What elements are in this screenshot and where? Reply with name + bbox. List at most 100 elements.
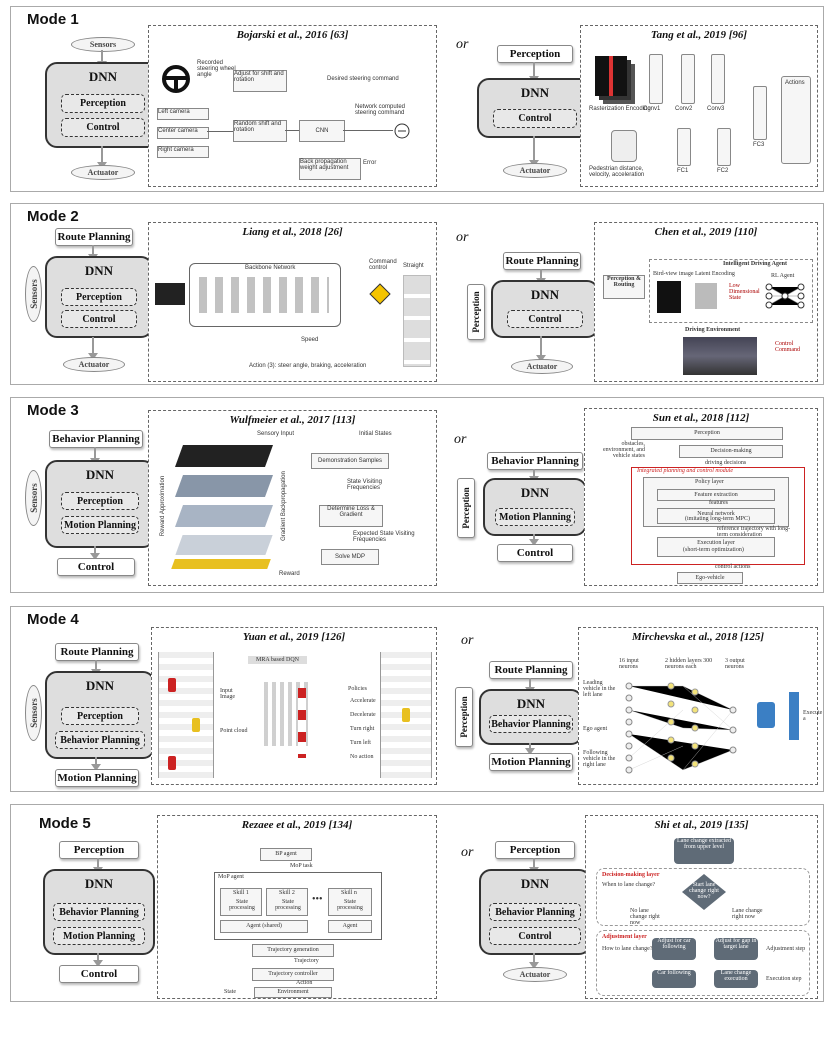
car-right bbox=[402, 708, 410, 722]
reference-label: Rezaee et al., 2019 [134] bbox=[241, 819, 353, 831]
reference-label: Shi et al., 2019 [135] bbox=[654, 819, 749, 831]
mode-2-section: Mode 2 Route Planning Sensors DNN Percep… bbox=[10, 203, 824, 385]
sensors-oval: Sensors bbox=[71, 37, 135, 52]
control-module: Control bbox=[489, 927, 581, 945]
arrow bbox=[97, 50, 107, 68]
perception-box: Perception bbox=[631, 427, 783, 440]
actions-label: Actions bbox=[785, 80, 805, 86]
exec-sub-label: (short-term optimization) bbox=[683, 547, 744, 553]
agent-box: Agent bbox=[328, 920, 372, 933]
mode-title: Mode 4 bbox=[27, 611, 79, 628]
perception-routing-box: Perception & Routing bbox=[603, 275, 645, 299]
decision-q: Start lane change right now? bbox=[689, 882, 719, 900]
adj-layer-label: Adjustment layer bbox=[602, 934, 647, 940]
exec-step-label: Execution step bbox=[766, 976, 802, 982]
rl-label: RL Agent bbox=[771, 273, 795, 279]
q-heads bbox=[298, 688, 306, 758]
connector bbox=[207, 131, 233, 132]
action-label: Action bbox=[296, 980, 313, 986]
perception-side-box: Perception bbox=[457, 478, 475, 538]
features-label: features bbox=[709, 500, 728, 506]
car-red-2 bbox=[168, 756, 176, 770]
policy-label: Policy layer bbox=[695, 479, 724, 485]
row-ego: Ego agent bbox=[583, 726, 608, 732]
dnn-block: DNN Perception Control bbox=[45, 62, 161, 148]
layer-3 bbox=[174, 505, 274, 527]
arrow bbox=[529, 136, 539, 167]
dnn-block: DNN Behavior Planning Control bbox=[479, 869, 591, 955]
adjust-box: Adjust for shift and rotation bbox=[233, 70, 287, 92]
dnn-block: DNN Perception Behavior Planning bbox=[45, 671, 155, 759]
trajectory-label: Trajectory bbox=[294, 958, 319, 964]
fc3-block bbox=[753, 86, 767, 140]
policies-label: Policies bbox=[348, 686, 367, 692]
policy-decelerate: Decelerate bbox=[350, 712, 376, 718]
perception-module: Perception bbox=[61, 94, 145, 113]
policy-no-action: No action bbox=[350, 754, 374, 760]
conv3-label: Conv3 bbox=[707, 106, 725, 112]
or-label: or bbox=[456, 230, 469, 245]
command-switch-icon bbox=[369, 283, 391, 305]
wheel-label: Recorded steering wheel angle bbox=[197, 60, 236, 78]
random-shift-box: Random shift and rotation bbox=[233, 120, 287, 142]
or-label: or bbox=[461, 633, 474, 648]
backbone-label: Backbone Network bbox=[245, 265, 296, 271]
perception-box: Perception bbox=[497, 45, 573, 63]
skill1-label: Skill 1 bbox=[233, 890, 249, 896]
arrow bbox=[529, 534, 539, 546]
encoder-shape bbox=[695, 283, 717, 309]
dnn-label: DNN bbox=[85, 678, 115, 693]
layer-4 bbox=[175, 535, 273, 555]
lane-info-box: Lane change extracted from upper level bbox=[674, 838, 734, 864]
integrated-label: Integrated planning and control module bbox=[637, 468, 734, 474]
mode-title: Mode 3 bbox=[27, 402, 79, 419]
skilln-box: Skill n State processing bbox=[328, 888, 372, 916]
motion-planning-module: Motion Planning bbox=[53, 927, 145, 945]
reference-label: Yuan et al., 2019 [126] bbox=[242, 631, 346, 643]
inputs-label: 16 input neurons bbox=[619, 658, 639, 670]
agent-region bbox=[649, 259, 813, 323]
reference-label: Bojarski et al., 2016 [63] bbox=[236, 29, 349, 41]
dnn-label: DNN bbox=[520, 876, 550, 891]
reward-label: Reward bbox=[279, 571, 300, 577]
control-box: Control bbox=[59, 965, 139, 983]
conv-stack bbox=[199, 277, 329, 313]
raster-road bbox=[609, 56, 613, 96]
mode-title: Mode 2 bbox=[27, 208, 79, 225]
lowdim-label: Low Dimensional State bbox=[729, 283, 760, 301]
wulfmeier-panel: Wulfmeier et al., 2017 [113] Sensory Inp… bbox=[148, 410, 437, 586]
yuan-panel: Yuan et al., 2019 [126] MRA based DQN In… bbox=[151, 627, 437, 785]
perception-module: Perception bbox=[61, 288, 137, 306]
point-cloud-label: Point cloud bbox=[220, 728, 248, 734]
adjust-follow-box: Adjust for car following bbox=[652, 938, 696, 960]
perception-side-box: Perception bbox=[455, 687, 473, 747]
road-image bbox=[155, 283, 185, 305]
conv1-block bbox=[649, 54, 663, 104]
bojarski-panel: Bojarski et al., 2016 [63] Recorded stee… bbox=[148, 25, 437, 187]
features-label: Pedestrian distance, velocity, accelerat… bbox=[589, 166, 645, 178]
initial-label: Initial States bbox=[359, 431, 392, 437]
no-change-label: No lane change right now bbox=[630, 908, 660, 926]
nn-box: Neural network bbox=[657, 508, 775, 524]
state-processing-label: State processing bbox=[229, 899, 255, 911]
rl-network-icon bbox=[765, 283, 805, 309]
mode-title: Mode 5 bbox=[39, 815, 91, 832]
dnn-block: DNN Behavior Planning bbox=[479, 689, 583, 745]
perception-label: Perception bbox=[461, 487, 471, 529]
execute-label: Execute a bbox=[803, 710, 823, 722]
perception-side-box: Perception bbox=[467, 284, 485, 340]
control-module: Control bbox=[493, 109, 577, 128]
motion-planning-box: Motion Planning bbox=[489, 753, 573, 771]
perception-label: Perception bbox=[459, 696, 469, 738]
actuator-oval: Actuator bbox=[503, 163, 567, 178]
motion-planning-module: Motion Planning bbox=[61, 516, 139, 534]
dnn-block: DNN Perception Control bbox=[45, 256, 153, 338]
agent-label: Intelligent Driving Agent bbox=[723, 261, 787, 267]
arrow bbox=[90, 546, 100, 560]
demo-box: Demonstration Samples bbox=[311, 453, 389, 469]
conv3-block bbox=[711, 54, 725, 104]
dm-layer-label: Decision-making layer bbox=[602, 872, 660, 878]
control-module: Control bbox=[61, 310, 137, 328]
policy-turn-left: Turn left bbox=[350, 740, 371, 746]
state-processing-label: State processing bbox=[275, 899, 301, 911]
